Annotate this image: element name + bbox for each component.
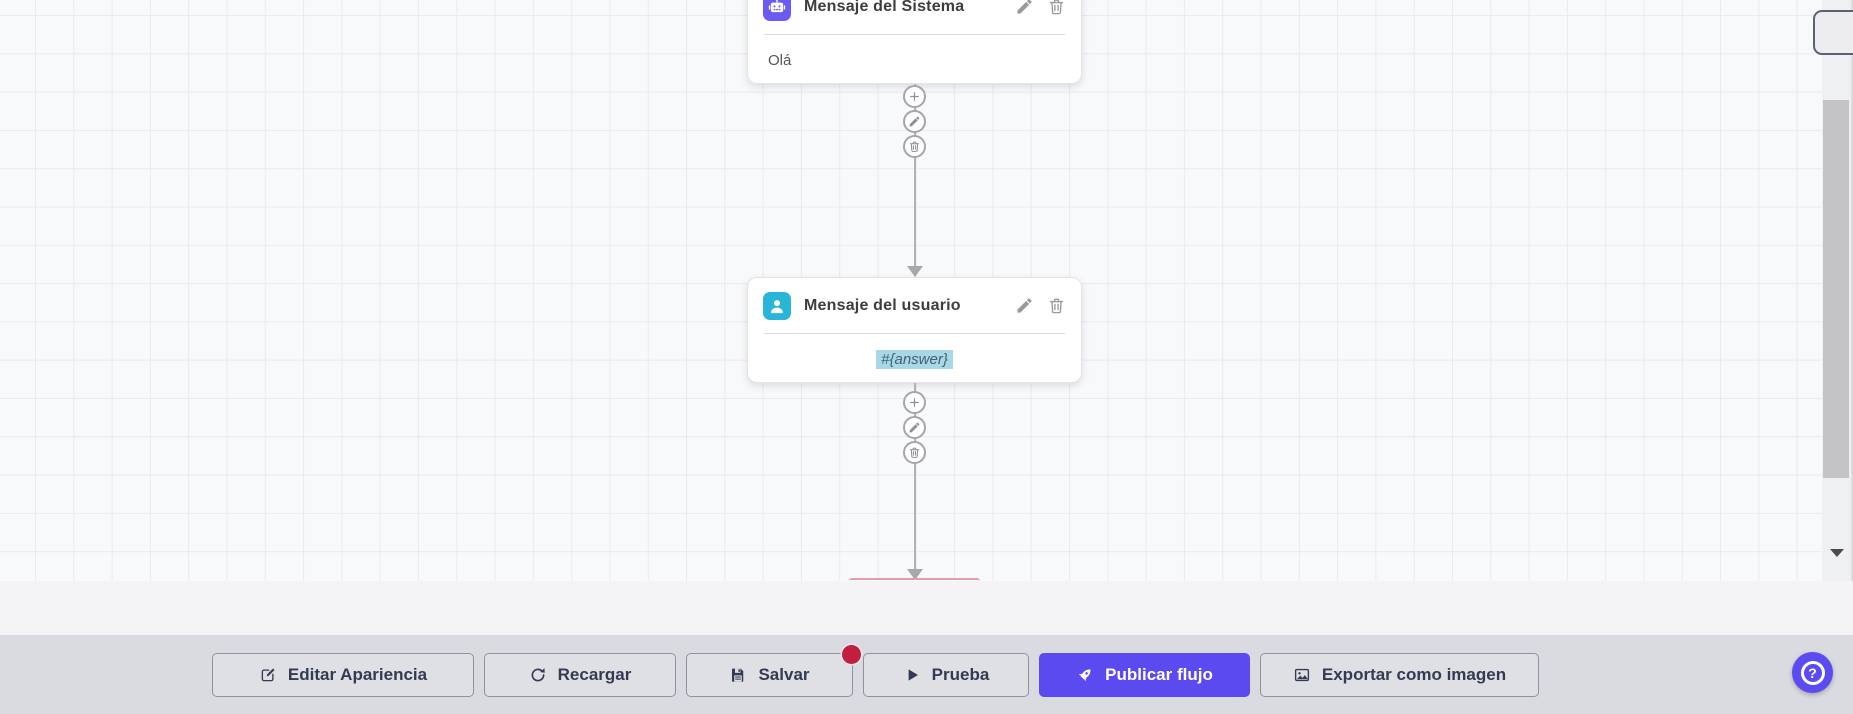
edit-node-icon[interactable] xyxy=(1015,296,1034,315)
clipped-panel xyxy=(1813,10,1853,55)
partial-node xyxy=(849,578,980,581)
add-node-button[interactable] xyxy=(903,84,926,108)
footer-strip xyxy=(0,581,1853,635)
node-system-message[interactable]: Mensaje del Sistema Olá xyxy=(747,0,1082,84)
help-button[interactable]: ? xyxy=(1792,652,1833,693)
delete-node-icon[interactable] xyxy=(1047,296,1066,315)
node-title: Mensaje del Sistema xyxy=(804,0,965,15)
reload-button[interactable]: Recargar xyxy=(484,652,676,697)
node-header: Mensaje del usuario xyxy=(748,278,1081,333)
edit-node-icon[interactable] xyxy=(1015,0,1034,16)
node-divider xyxy=(764,333,1065,334)
node-header: Mensaje del Sistema xyxy=(748,0,1081,34)
bottom-toolbar: Editar Apariencia Recargar Salvar xyxy=(0,635,1853,714)
refresh-icon xyxy=(531,667,545,681)
robot-icon xyxy=(763,0,791,21)
play-icon xyxy=(908,668,918,681)
node-divider xyxy=(764,34,1065,35)
edit-appearance-button[interactable]: Editar Apariencia xyxy=(212,652,474,697)
edit-square-icon xyxy=(261,667,275,681)
question-mark-icon: ? xyxy=(1800,660,1825,685)
edit-connector-button[interactable] xyxy=(903,415,926,439)
save-icon xyxy=(732,668,744,682)
delete-connector-button[interactable] xyxy=(903,440,926,464)
add-node-button[interactable] xyxy=(903,390,926,414)
publish-flow-button[interactable]: Publicar flujo xyxy=(1039,652,1250,697)
connector-line xyxy=(914,383,916,571)
connector-line xyxy=(914,84,916,274)
vertical-scrollbar[interactable] xyxy=(1822,0,1853,581)
node-content: Olá xyxy=(768,51,792,69)
scrollbar-down-arrow-icon[interactable] xyxy=(1830,549,1844,557)
export-image-button[interactable]: Exportar como imagen xyxy=(1260,652,1539,697)
flow-canvas[interactable]: Mensaje del Sistema Olá xyxy=(0,0,1853,581)
node-content: #{answer} xyxy=(748,334,1081,384)
image-icon xyxy=(1294,668,1309,681)
edit-connector-button[interactable] xyxy=(903,109,926,133)
variable-highlight: #{answer} xyxy=(876,349,953,369)
scrollbar-thumb[interactable] xyxy=(1823,100,1849,478)
unsaved-changes-badge xyxy=(842,644,861,664)
rocket-icon xyxy=(1078,669,1091,681)
delete-connector-button[interactable] xyxy=(903,134,926,158)
test-button[interactable]: Prueba xyxy=(863,652,1029,697)
user-icon xyxy=(763,291,791,320)
node-title: Mensaje del usuario xyxy=(804,296,961,314)
delete-node-icon[interactable] xyxy=(1047,0,1066,16)
node-user-message[interactable]: Mensaje del usuario #{answer} xyxy=(747,277,1082,383)
connector-arrowhead xyxy=(907,569,923,580)
connector-arrowhead xyxy=(907,266,923,277)
save-button[interactable]: Salvar xyxy=(686,644,861,697)
